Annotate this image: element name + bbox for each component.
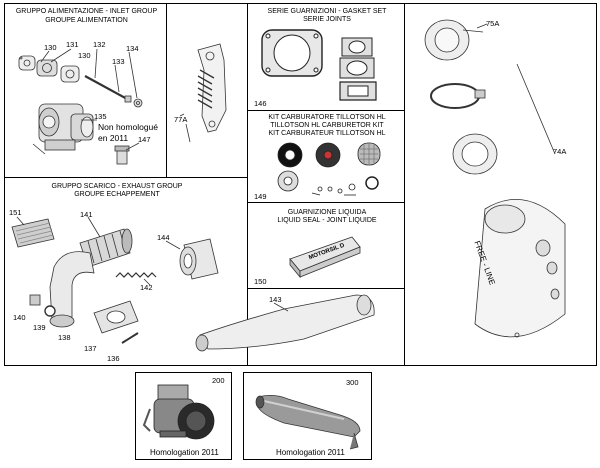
hose-clamp-icon [430,83,486,109]
bolt-136-icon [121,332,139,344]
bolt-132-icon [84,75,132,103]
homologation-label-silencer: Homologation 2011 [276,448,345,457]
part-label-141[interactable]: 141 [80,210,93,219]
part-label-130a[interactable]: 130 [44,43,57,52]
inlet-group-title-line1: GRUPPO ALIMENTAZIONE - INLET GROUP [15,8,158,15]
inlet-group-panel: GRUPPO ALIMENTAZIONE - INLET GROUP GROUP… [4,3,167,178]
exhaust-header-138-icon [49,251,95,328]
exhaust-group-title-line2: GROUPE ECHAPPEMENT [74,191,160,198]
gasket-set-title-line2: SERIE JOINTS [303,16,351,23]
muffler-drawing [424,19,566,338]
part-label-151[interactable]: 151 [9,208,22,217]
small-gasket-1-icon [341,37,373,57]
diaphragm-1-icon [277,142,303,168]
gasket-set-drawing [261,29,377,101]
part-label-134[interactable]: 134 [126,44,139,53]
o-ring-139-icon [44,305,56,317]
part-label-138[interactable]: 138 [58,333,71,342]
washer-134-icon [133,98,143,108]
gasket-set-title-line1: SERIE GUARNIZIONI - GASKET SET [267,8,387,15]
gasket-130-icon [18,55,36,71]
diaphragm-2-icon [315,142,341,168]
part-label-149[interactable]: 149 [254,192,267,201]
homologated-carburetor-panel[interactable]: 200 Homologation 2011 [135,372,232,460]
filter-screen-icon [357,142,381,166]
muffler-ring-icon [452,133,498,175]
inlet-group-drawing [18,48,143,165]
part-label-143[interactable]: 143 [269,295,282,304]
silencer-143-icon [195,294,375,352]
part-label-150[interactable]: 150 [254,277,267,286]
fitting-147-icon [114,145,130,165]
small-parts-icon [311,183,356,196]
flange-gasket-137-icon [93,300,139,334]
flex-pipe-141-icon [79,228,133,268]
cylinder-gasket-icon [261,29,323,77]
muffler-body-icon [474,199,566,338]
liquid-seal-title-line1: GUARNIZIONE LIQUIDA [287,209,367,216]
homologated-silencer-image [255,395,361,450]
liquid-seal-title-line2: LIQUID SEAL - JOINT LIQUIDE [277,217,377,224]
part-label-137[interactable]: 137 [84,344,97,353]
o-ring-icon [365,176,379,190]
exhaust-group-drawing [11,216,375,352]
part-label-135[interactable]: 135 [94,112,107,121]
not-homologated-note-line2: en 2011 [98,133,129,143]
part-label-142[interactable]: 142 [140,283,153,292]
gasket-131-icon [36,59,58,77]
part-label-136[interactable]: 136 [107,354,120,363]
part-label-74a[interactable]: 74A [553,147,567,156]
carb-kit-title-line1: KIT CARBURATORE TILLOTSON HL [268,114,386,121]
part-label-140[interactable]: 140 [13,313,26,322]
exhaust-group-title-line1: GRUPPO SCARICO - EXHAUST GROUP [51,183,183,190]
part-label-200: 200 [212,376,225,385]
part-label-131[interactable]: 131 [66,40,79,49]
small-gasket-3-icon [339,81,377,101]
homologated-silencer-panel[interactable]: 300 Homologation 2011 [243,372,372,460]
gasket-set-panel: SERIE GUARNIZIONI - GASKET SET SERIE JOI… [247,3,405,111]
carburetor-kit-drawing [277,142,381,196]
part-label-147[interactable]: 147 [138,135,151,144]
homologated-carburetor-image [142,384,215,440]
adapter-144-icon [179,238,219,280]
inlet-group-title-line2: GROUPE ALIMENTATION [45,17,128,24]
carb-kit-title-line3: KIT CARBURATEUR TILLOTSON HL [268,130,386,137]
part-label-77a[interactable]: 77A [174,115,188,124]
part-label-300: 300 [346,378,359,387]
part-label-132[interactable]: 132 [93,40,106,49]
part-label-130b[interactable]: 130 [78,51,91,60]
small-gasket-2-icon [339,57,375,79]
liquid-seal-panel: GUARNIZIONE LIQUIDA LIQUID SEAL - JOINT … [247,202,405,289]
part-label-146[interactable]: 146 [254,99,267,108]
spring-142-icon [115,272,157,278]
part-label-75a[interactable]: 75A [486,19,500,28]
spacer-140-icon [29,294,41,306]
part-label-144[interactable]: 144 [157,233,170,242]
carb-kit-title-line2: TILLOTSON HL CARBURETOR KIT [270,122,384,129]
not-homologated-note-line1: Non homologué [98,122,159,132]
gasket-ring-icon [277,170,299,192]
part-label-133[interactable]: 133 [112,57,125,66]
homologation-label-carburetor: Homologation 2011 [150,448,219,457]
bracket-77a-drawing [179,43,227,143]
carburetor-135-icon [32,103,94,155]
muffler-column-divider [404,3,405,366]
muffler-end-cap-icon [424,19,484,61]
mesh-gasket-151-icon [11,218,55,248]
liquid-seal-drawing [289,236,361,279]
gasket-130b-icon [60,65,80,83]
part-label-139[interactable]: 139 [33,323,46,332]
